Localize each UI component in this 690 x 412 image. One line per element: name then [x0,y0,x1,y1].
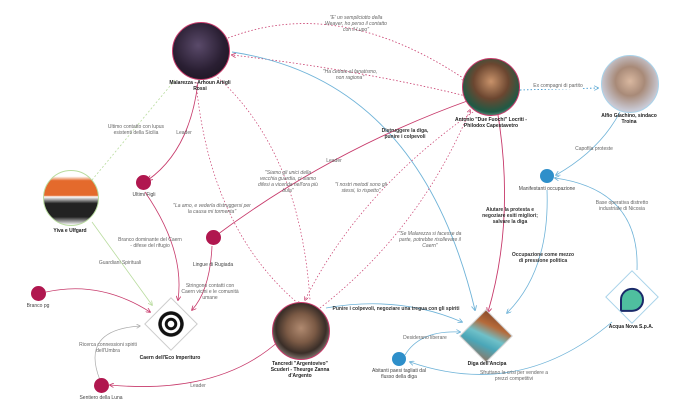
label-abitanti: Abitanti paesi tagliati dal flusso della… [372,368,426,380]
node-sentiero[interactable] [94,378,109,393]
edge-label-fanatismo: "Ha ceduto al fanatismo, non ragiona" [322,69,378,81]
node-branco-pg[interactable] [31,286,46,301]
edge-label-ex-compagni: Ex compagni di partito [533,83,583,89]
label-manifestanti: Manifestanti occupazione [518,186,576,192]
edge-label-base-operativa: Base operativa distretto industriale di … [595,200,649,212]
edge-label-leader-sentiero: Leader [190,383,206,389]
node-abitanti[interactable] [392,352,406,366]
edge-label-ultimo-contatto: Ultimo contatto con lupus esistenti dell… [107,124,165,136]
edge-label-la-amo: "La amo, e vederla distruggersi per la c… [173,203,251,215]
edge-label-capofila: Capofila proteste [575,146,613,152]
label-diga: Diga dell'Ancipa [467,361,507,367]
edge-label-desiderano: Desiderano liberare [403,335,447,341]
edge-label-ricerca: Ricerca connessioni spiriti dell'Umbra [79,342,137,354]
edge-label-occupazione: Occupazione come mezzo di pressione poli… [511,252,575,264]
edge-label-branco-dominante: Branco dominante del Caern - difese del … [118,237,182,249]
node-ultimi-figli[interactable] [136,175,151,190]
edge-label-nostri-metodi: "I nostri metodi sono gli stessi, lo ris… [335,182,387,194]
man-portrait-icon [462,58,520,116]
edge-label-leader-ultimi: Leader [176,130,192,136]
old-man-portrait-icon [601,55,659,113]
label-ultimi-figli: Ultimi Figli [132,192,156,198]
edge-label-guardiani: Guardiani Spirituali [98,260,142,266]
edge-label-leader-lingue: Leader [326,158,342,164]
label-yiva: Yiva e Ulfgard [53,228,87,234]
edge-label-aiutare: Aiutare la protesta e negoziare esiti mi… [482,207,538,225]
label-tancredi: Tancredi "Argentovivo" Scuderi - Theurge… [270,361,330,379]
wolves-emblem-icon [43,170,99,226]
edge-label-distruggere: Distruggere la diga, punire i colpevoli [381,128,429,140]
label-sentiero: Sentiero della Luna [79,395,123,401]
edge-label-sempliciotto: "E' un sempliciotto della Weaver, ho per… [325,15,387,33]
edge-label-punire: Punire i colpevoli, negoziare una tregua… [332,306,460,312]
label-acqua: Acqua Nova S.p.A. [608,324,654,330]
label-branco-pg: Branco pg [26,303,50,309]
edge-label-sfruttano: Sfruttano la crisi per vendere a prezzi … [479,370,549,382]
wolf-portrait-icon [172,22,230,80]
edge-label-stringono: Stringono contatti con Caern vicini e le… [181,283,239,301]
water-drop-logo-icon [620,287,644,312]
label-antonio: Antonio "Due Fuochi" Locriti - Philodox … [455,117,527,129]
label-caern: Caern dell'Eco Imperituro [139,355,201,361]
node-manifestanti[interactable] [540,169,554,183]
edge-label-se-malarezza: "Se Malarezza si facesse da parte, potre… [398,231,462,249]
label-malarezza: Malarezza - Arhoun Artigli Rossi [169,80,231,92]
label-alfio: Alfio Giachino, sindaco Troina [601,113,657,125]
bearded-man-portrait-icon [272,302,330,360]
edge-label-siamo-unici: "Siamo gli unici della vecchia guardia, … [258,170,318,194]
label-lingue-rugiada: Lingue di Rugiada [192,262,234,268]
node-lingue-rugiada[interactable] [206,230,221,245]
